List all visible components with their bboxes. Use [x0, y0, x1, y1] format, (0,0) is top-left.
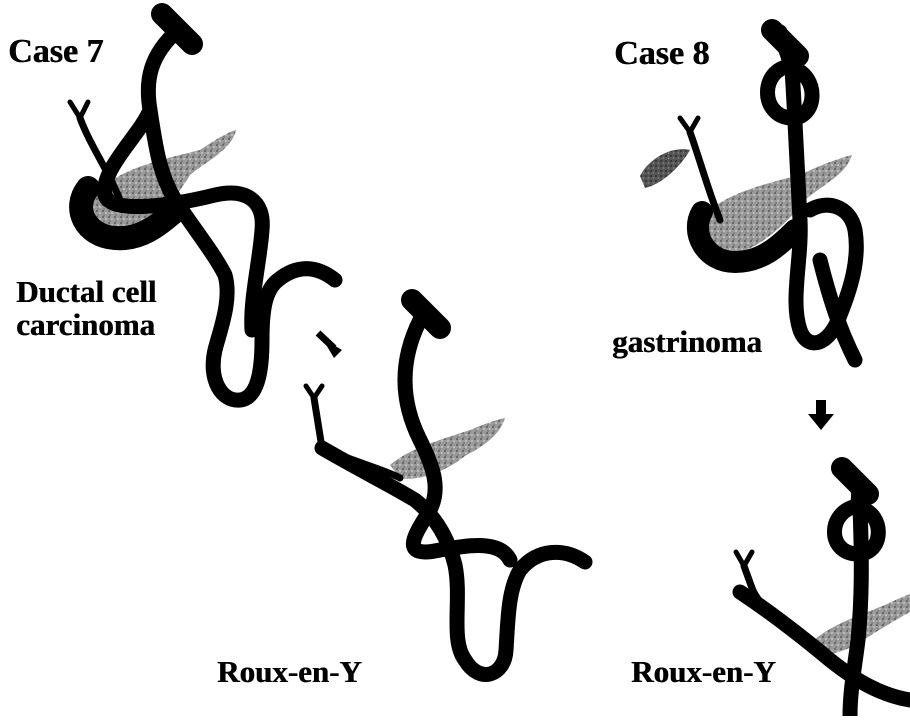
- case8-postop-pylorus-stub: [842, 468, 868, 494]
- case7-title: Case 7: [8, 34, 103, 70]
- case7-diagnosis-line-2: carcinoma: [16, 309, 156, 342]
- case7-diagnosis-line-1: Ductal cell: [16, 276, 156, 309]
- case7-intestine: [148, 30, 335, 400]
- case8-duct-fork: [680, 118, 698, 132]
- case7-preop-anatomy: [70, 14, 335, 400]
- case7-postop-duct-fork: [306, 386, 322, 398]
- case7-duct-fork: [70, 102, 88, 118]
- case7-postop-anatomy: [306, 300, 585, 674]
- case8-procedure-label: Roux-en-Y: [631, 656, 776, 689]
- case7-down-arrow-icon: [318, 333, 342, 358]
- case8-gallbladder: [640, 149, 690, 188]
- case8-diagnosis: gastrinoma: [612, 326, 762, 359]
- case8-preop-anatomy: [640, 30, 856, 360]
- case7-procedure-label: Roux-en-Y: [217, 656, 362, 689]
- case8-postop-duct-fork: [736, 552, 752, 566]
- case8-pylorus-stub: [772, 30, 798, 56]
- case7-postop-limb: [322, 448, 585, 674]
- case7-diagnosis: Ductal cell carcinoma: [16, 276, 156, 341]
- case8-down-arrow-icon: [808, 400, 834, 430]
- case8-title: Case 8: [614, 36, 709, 72]
